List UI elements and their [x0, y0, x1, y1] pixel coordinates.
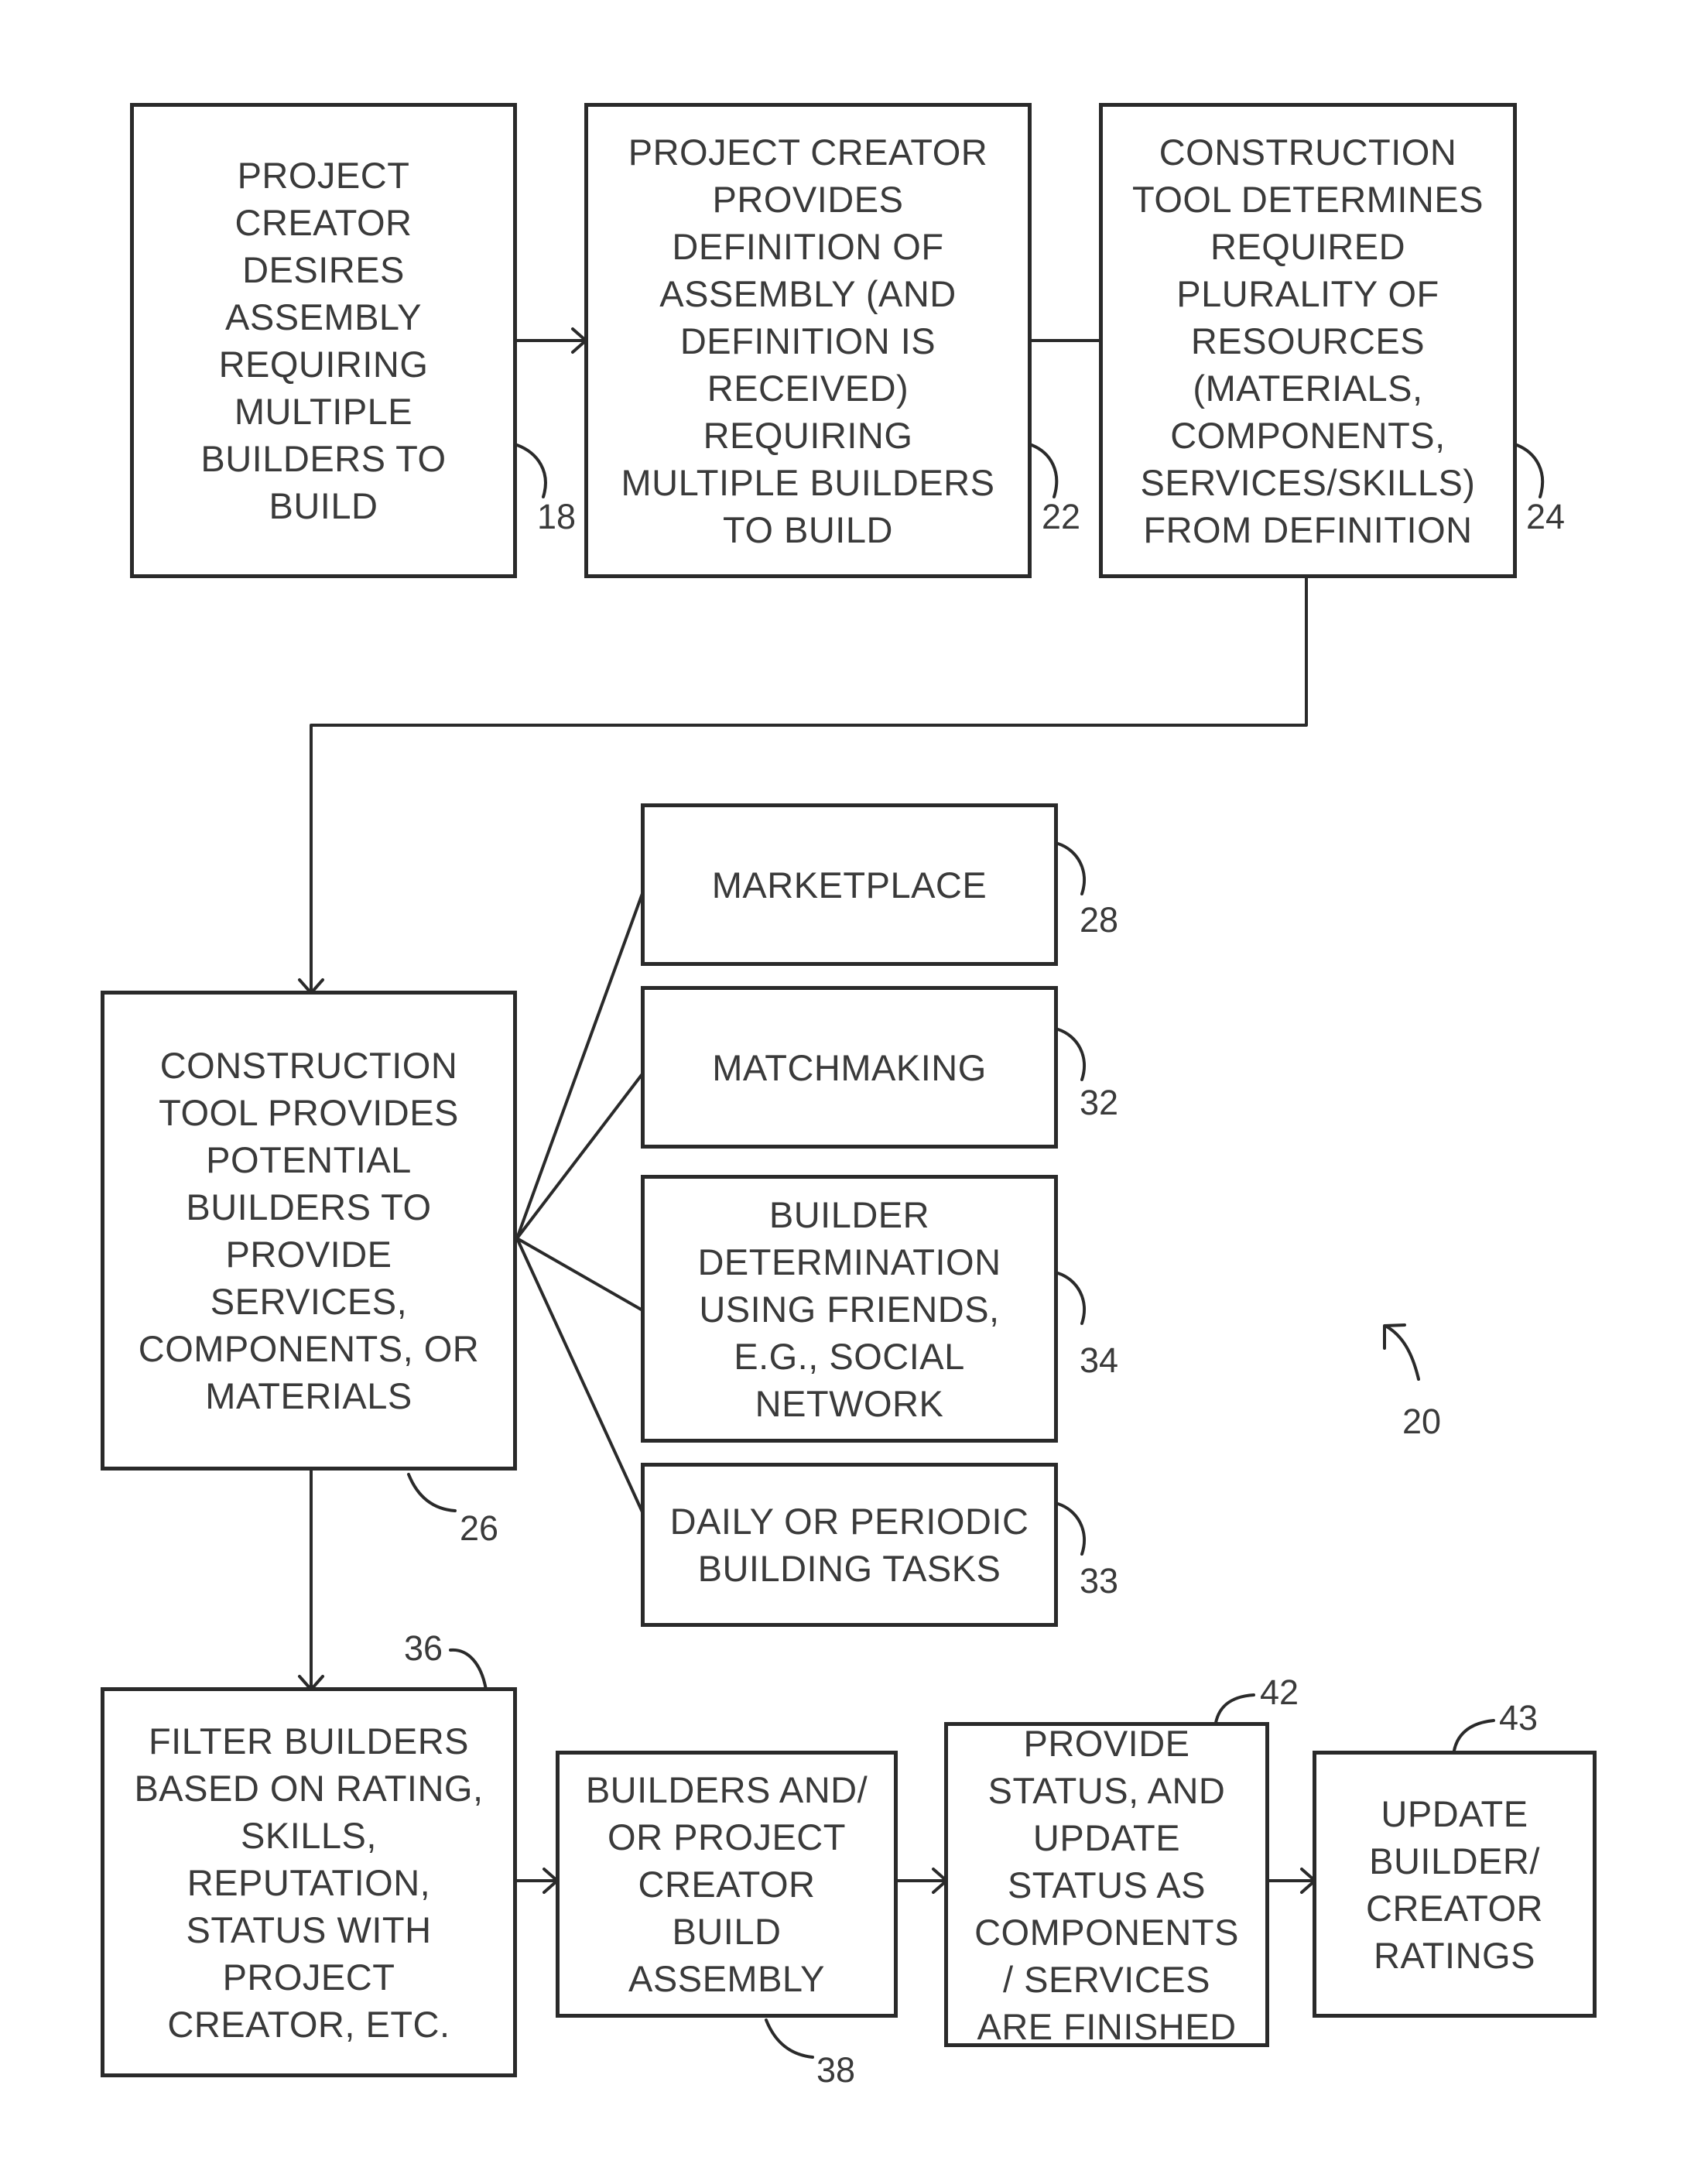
- node-38: BUILDERS AND/ OR PROJECT CREATOR BUILD A…: [556, 1751, 898, 2018]
- ref-label-43: 43: [1499, 1699, 1538, 1738]
- node-36-text: FILTER BUILDERS BASED ON RATING, SKILLS,…: [134, 1717, 483, 2048]
- ref-label-36: 36: [404, 1629, 443, 1668]
- node-38-text: BUILDERS AND/ OR PROJECT CREATOR BUILD A…: [586, 1766, 868, 2002]
- ref-label-18: 18: [537, 498, 576, 536]
- node-32: MATCHMAKING: [641, 986, 1058, 1149]
- ref-label-34: 34: [1080, 1341, 1118, 1380]
- ref-label-38: 38: [816, 2051, 855, 2090]
- ref-label-28: 28: [1080, 901, 1118, 940]
- leader-36: [450, 1650, 486, 1690]
- node-33-text: DAILY OR PERIODIC BUILDING TASKS: [670, 1498, 1029, 1592]
- ref-label-33: 33: [1080, 1562, 1118, 1601]
- leader-26: [409, 1474, 455, 1511]
- leader-18: [517, 445, 546, 497]
- node-34: BUILDER DETERMINATION USING FRIENDS, E.G…: [641, 1175, 1058, 1443]
- node-33: DAILY OR PERIODIC BUILDING TASKS: [641, 1463, 1058, 1627]
- node-24: CONSTRUCTION TOOL DETERMINES REQUIRED PL…: [1099, 103, 1517, 578]
- node-32-text: MATCHMAKING: [712, 1044, 987, 1091]
- node-42-text: PROVIDE STATUS, AND UPDATE STATUS AS COM…: [974, 1720, 1239, 2050]
- node-22-text: PROJECT CREATOR PROVIDES DEFINITION OF A…: [621, 128, 995, 553]
- ref-label-24: 24: [1526, 498, 1565, 536]
- node-18: PROJECT CREATOR DESIRES ASSEMBLY REQUIRI…: [130, 103, 517, 578]
- leader-32: [1058, 1029, 1084, 1080]
- node-24-text: CONSTRUCTION TOOL DETERMINES REQUIRED PL…: [1132, 128, 1484, 553]
- edge-26-34: [517, 1238, 644, 1311]
- node-18-text: PROJECT CREATOR DESIRES ASSEMBLY REQUIRI…: [200, 152, 446, 529]
- edge-26-32: [517, 1072, 644, 1238]
- ref-label-32: 32: [1080, 1084, 1118, 1122]
- node-28-text: MARKETPLACE: [712, 861, 987, 909]
- node-26: CONSTRUCTION TOOL PROVIDES POTENTIAL BUI…: [101, 991, 517, 1471]
- edge-26-33: [517, 1238, 644, 1515]
- figure-ref-label: 20: [1402, 1402, 1441, 1441]
- node-36: FILTER BUILDERS BASED ON RATING, SKILLS,…: [101, 1687, 517, 2077]
- leader-38: [766, 2020, 813, 2057]
- node-28: MARKETPLACE: [641, 803, 1058, 966]
- leader-24: [1517, 445, 1542, 497]
- leader-22: [1032, 445, 1056, 497]
- leader-34: [1058, 1273, 1084, 1323]
- ref-label-26: 26: [460, 1509, 498, 1548]
- node-43-text: UPDATE BUILDER/ CREATOR RATINGS: [1366, 1790, 1543, 1979]
- leader-28: [1058, 844, 1084, 894]
- node-42: PROVIDE STATUS, AND UPDATE STATUS AS COM…: [944, 1722, 1269, 2047]
- node-26-text: CONSTRUCTION TOOL PROVIDES POTENTIAL BUI…: [139, 1042, 479, 1419]
- node-43: UPDATE BUILDER/ CREATOR RATINGS: [1313, 1751, 1597, 2018]
- ref-label-22: 22: [1042, 498, 1080, 536]
- edge-26-28: [517, 889, 644, 1238]
- figure-pointer-20: [1385, 1326, 1419, 1379]
- ref-label-42: 42: [1260, 1673, 1299, 1712]
- node-22: PROJECT CREATOR PROVIDES DEFINITION OF A…: [584, 103, 1032, 578]
- leader-33: [1058, 1504, 1084, 1554]
- node-34-text: BUILDER DETERMINATION USING FRIENDS, E.G…: [697, 1191, 1001, 1427]
